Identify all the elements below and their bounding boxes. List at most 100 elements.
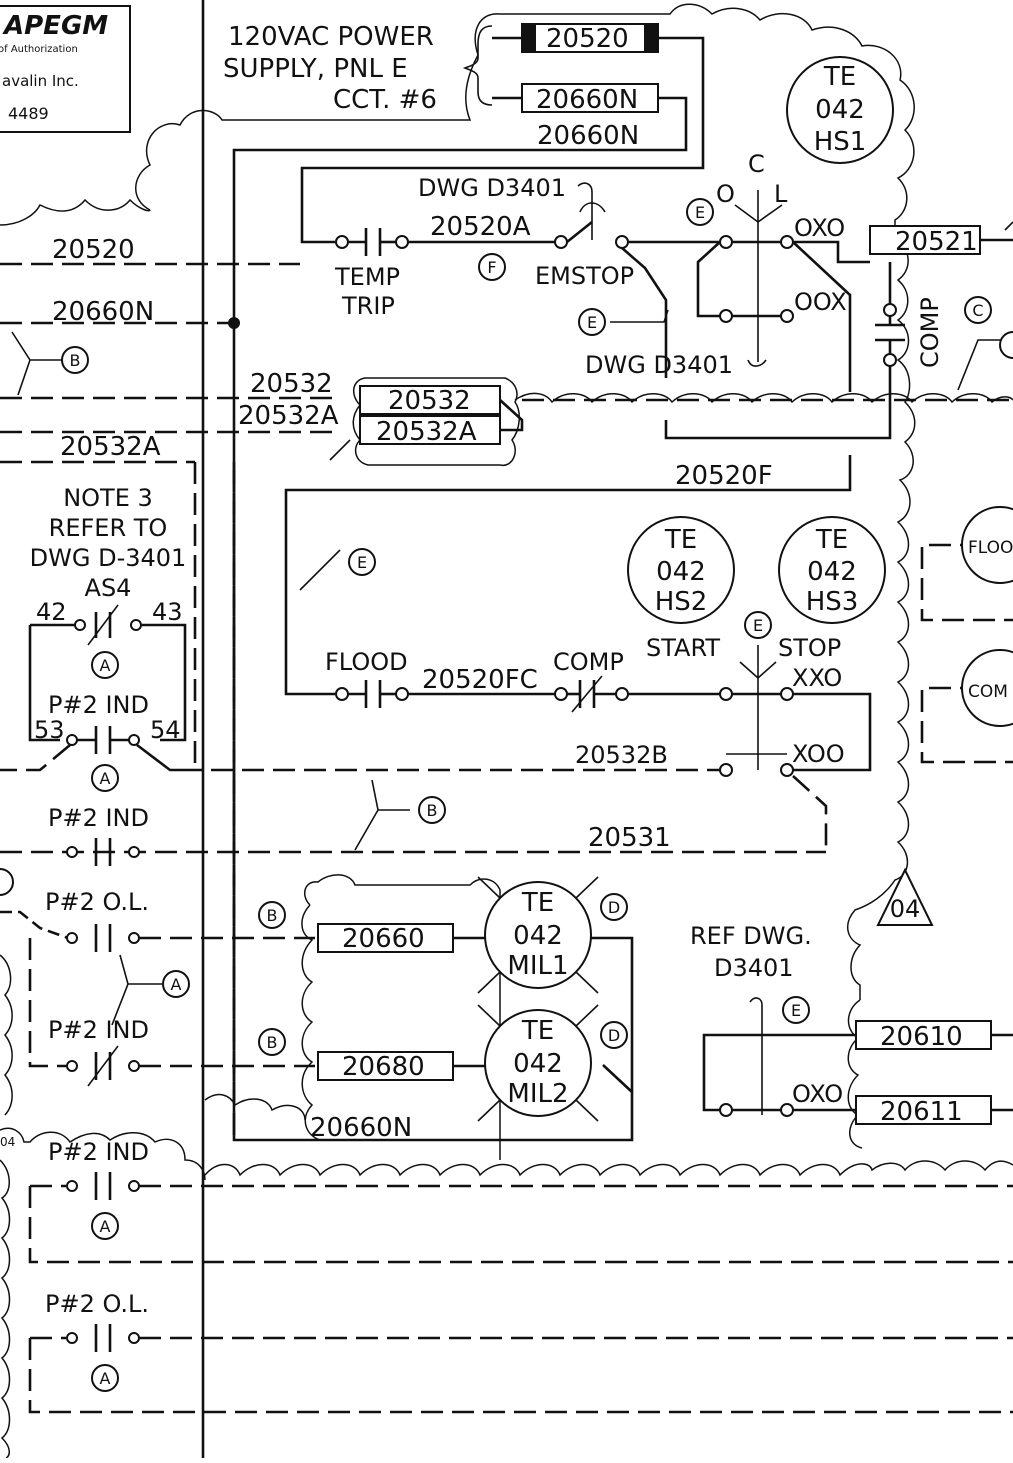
hs2-line2: 042 [656, 557, 706, 587]
device-te-042-mil1: TE 042 MIL1 [477, 876, 599, 994]
revision-cloud-bottom [0, 874, 1013, 1459]
note3-line1: NOTE 3 [63, 484, 153, 512]
label-dwg-d3401-top: DWG D3401 [418, 174, 566, 202]
bubble-d-1: D [608, 898, 620, 917]
hs2-line3: HS2 [655, 587, 708, 617]
label-terminal-53: 53 [34, 716, 65, 744]
label-rev04-small: 04 [0, 1135, 15, 1149]
comp-contact-top: 20521 COMP [664, 221, 1013, 440]
stamp-line3: 4489 [8, 104, 49, 123]
label-flood: FLOOD [325, 648, 408, 676]
label-terminal-42: 42 [36, 598, 67, 626]
hs3-line1: TE [815, 525, 848, 555]
wire-label-20660N-top: 20660N [536, 85, 638, 115]
label-flood-partial: FLOO [968, 538, 1013, 558]
label-p2-ol-2: P#2 O.L. [45, 1290, 149, 1318]
label-oxo-bottom: OXO [792, 1080, 843, 1108]
wire-label-20520A: 20520A [430, 212, 531, 242]
bubble-b-4: B [267, 1033, 278, 1052]
terminal-20610 [855, 1020, 992, 1050]
label-selector-o: O [716, 180, 735, 208]
label-temp: TEMP [334, 263, 400, 291]
hs2-line1: TE [664, 525, 697, 555]
selector-switch-col: C O L OXO OOX DWG D3401 [585, 150, 870, 392]
label-p2-ind-4: P#2 IND [48, 1138, 149, 1166]
wire-label-20532B: 20532B [575, 741, 668, 769]
bubble-b-1: B [70, 351, 81, 370]
terminal-block-20532: 20532 20532A [359, 385, 1013, 447]
mil1-line3: MIL1 [507, 951, 568, 981]
authorization-stamp: APEGM of Authorization avalin Inc. 4489 [0, 5, 131, 133]
label-xoo: XOO [792, 740, 845, 768]
wire-label-20611: 20611 [880, 1097, 963, 1127]
bubble-a-1: A [100, 656, 111, 675]
bubble-e-2: E [587, 313, 597, 332]
wire-label-20532A-box: 20532A [376, 417, 477, 447]
power-supply-line2: SUPPLY, PNL E [223, 54, 408, 84]
power-supply-line1: 120VAC POWER [228, 22, 434, 52]
bubble-b-3: B [267, 906, 278, 925]
revision-cloud-top [0, 3, 915, 238]
label-oox: OOX [794, 288, 847, 316]
label-trip: TRIP [341, 292, 395, 320]
wire-label-20660N-second: 20660N [537, 121, 639, 151]
bubble-e-4: E [753, 616, 763, 635]
hs3-line3: HS3 [806, 587, 859, 617]
wire-label-20532A-left: 20532A [60, 432, 161, 462]
bubble-d-2: D [608, 1026, 620, 1045]
label-p2-ind-3: P#2 IND [48, 1016, 149, 1044]
wire-label-20532A-mid: 20532A [238, 401, 339, 431]
bubble-c-1: C [972, 301, 983, 320]
label-ref-dwg-2: D3401 [714, 954, 794, 982]
device-te-042-mil2: TE 042 MIL2 [477, 1004, 599, 1122]
mil1-line2: 042 [513, 921, 563, 951]
note3-line3: DWG D-3401 [30, 544, 187, 572]
wire-label-20660N-left: 20660N [52, 297, 154, 327]
device-te-042-hs3: TE 042 HS3 [778, 516, 886, 624]
wire-label-20531: 20531 [588, 823, 671, 853]
device-te-042-hs2: TE 042 HS2 [627, 516, 735, 624]
wire-label-20660: 20660 [342, 924, 425, 954]
label-oxo: OXO [794, 214, 845, 242]
label-dwg-d3401-bottom: DWG D3401 [585, 351, 733, 379]
bubble-b-2: B [427, 801, 438, 820]
mil2-line3: MIL2 [507, 1079, 568, 1109]
revision-triangle-04 [876, 867, 934, 926]
wire-label-20520-left: 20520 [52, 235, 135, 265]
label-start: START [646, 634, 720, 662]
hs1-line1: TE [823, 62, 856, 92]
terminal-20611 [855, 1095, 992, 1125]
label-p2-ind-1: P#2 IND [48, 691, 149, 719]
wire-label-20610: 20610 [880, 1022, 963, 1052]
wire-label-20532-left: 20532 [250, 369, 333, 399]
wire-label-20520F: 20520F [675, 461, 773, 491]
label-ref-dwg-1: REF DWG. [690, 922, 812, 950]
label-selector-c: C [748, 150, 765, 178]
hs1-line3: HS1 [814, 127, 867, 157]
bubble-e-5: E [791, 1001, 801, 1020]
label-terminal-54: 54 [150, 716, 181, 744]
terminal-20680 [317, 1051, 454, 1081]
mil2-line1: TE [521, 1016, 554, 1046]
stamp-line1: of Authorization [0, 44, 78, 55]
note3-line2: REFER TO [49, 514, 168, 542]
device-te-042-hs1: TE 042 HS1 [786, 56, 894, 164]
start-stop-selector: START STOP XXO XOO 20532B 20531 [0, 634, 872, 854]
bubble-a-3: A [171, 975, 182, 994]
label-as4: AS4 [85, 574, 132, 602]
bubble-e-1: E [695, 203, 705, 222]
bubble-a-2: A [100, 769, 111, 788]
mil-section: 20660 20680 20660N TE 042 MIL1 TE 042 MI… [310, 876, 634, 1143]
label-selector-l: L [774, 180, 788, 208]
reference-bubbles: B F E E C E E A A B B D A B D E A A [0, 198, 1013, 1392]
right-side: FLOO COM 04 REF DWG. D3401 OXO 20610 206… [690, 506, 1013, 1127]
hs1-line2: 042 [815, 95, 865, 125]
wire-label-20520FC: 20520FC [422, 665, 538, 695]
label-emstop: EMSTOP [535, 262, 634, 290]
mil2-line2: 042 [513, 1049, 563, 1079]
temp-trip-row: TEMP TRIP 20520A DWG D3401 EMSTOP [334, 174, 720, 378]
bubble-e-3: E [357, 553, 367, 572]
power-supply-line3: CCT. #6 [333, 85, 437, 115]
